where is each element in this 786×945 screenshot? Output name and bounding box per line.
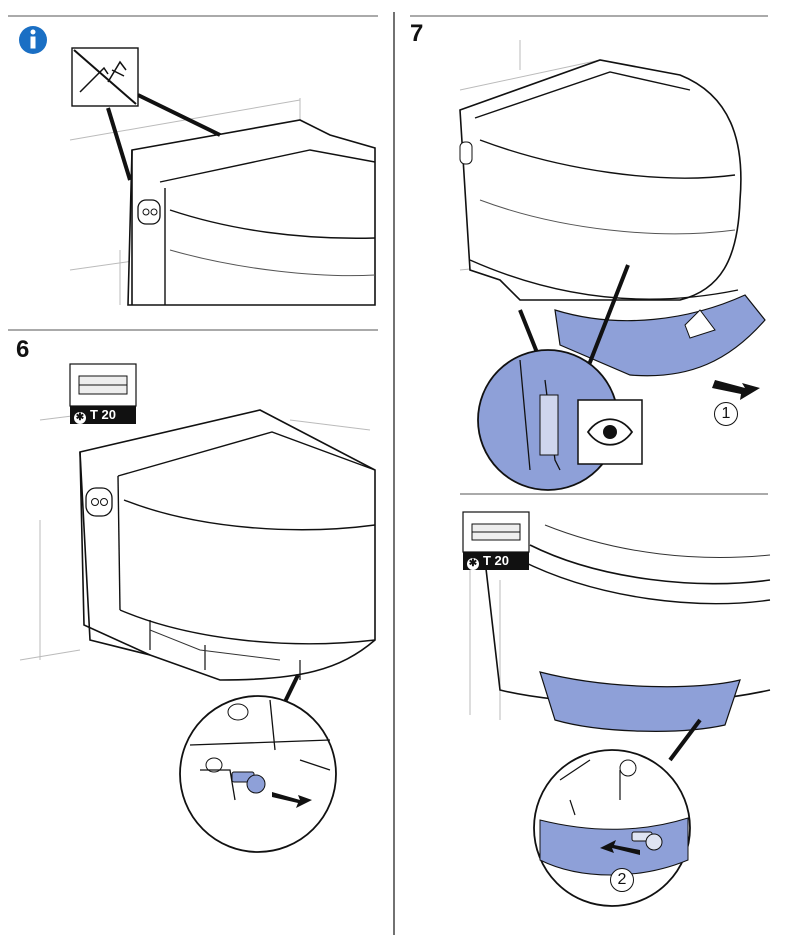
callout-1: 1 xyxy=(714,402,738,426)
step7-tool-badge: ✱ T 20 xyxy=(463,552,529,570)
cover-part-installed xyxy=(539,671,741,732)
step6-number: 6 xyxy=(16,336,30,363)
no-spray-tools-icon xyxy=(71,47,139,107)
step6-tool-label: T 20 xyxy=(90,407,117,422)
cover-part xyxy=(554,294,766,377)
torx-icon: ✱ xyxy=(74,412,86,424)
step6-detail-circle xyxy=(179,695,337,853)
step7-number: 7 xyxy=(410,20,424,47)
callout-2: 2 xyxy=(610,868,634,892)
step6-tool-badge: ✱ T 20 xyxy=(70,406,136,424)
remove-arrow-icon xyxy=(272,792,312,808)
step6-tool-box xyxy=(69,363,137,407)
step6-panel xyxy=(19,409,376,853)
step7b-panel xyxy=(462,511,771,907)
push-arrow-icon xyxy=(712,380,760,400)
step7-panel xyxy=(459,40,766,491)
eye-icon xyxy=(577,399,643,465)
torx-icon: ✱ xyxy=(467,558,479,570)
insert-arrow-icon xyxy=(600,840,640,855)
info-icon xyxy=(19,26,47,54)
info-panel xyxy=(19,26,376,306)
screw-icon xyxy=(231,771,266,794)
screw-icon-insert xyxy=(631,831,663,851)
step7-tool-label: T 20 xyxy=(483,553,510,568)
